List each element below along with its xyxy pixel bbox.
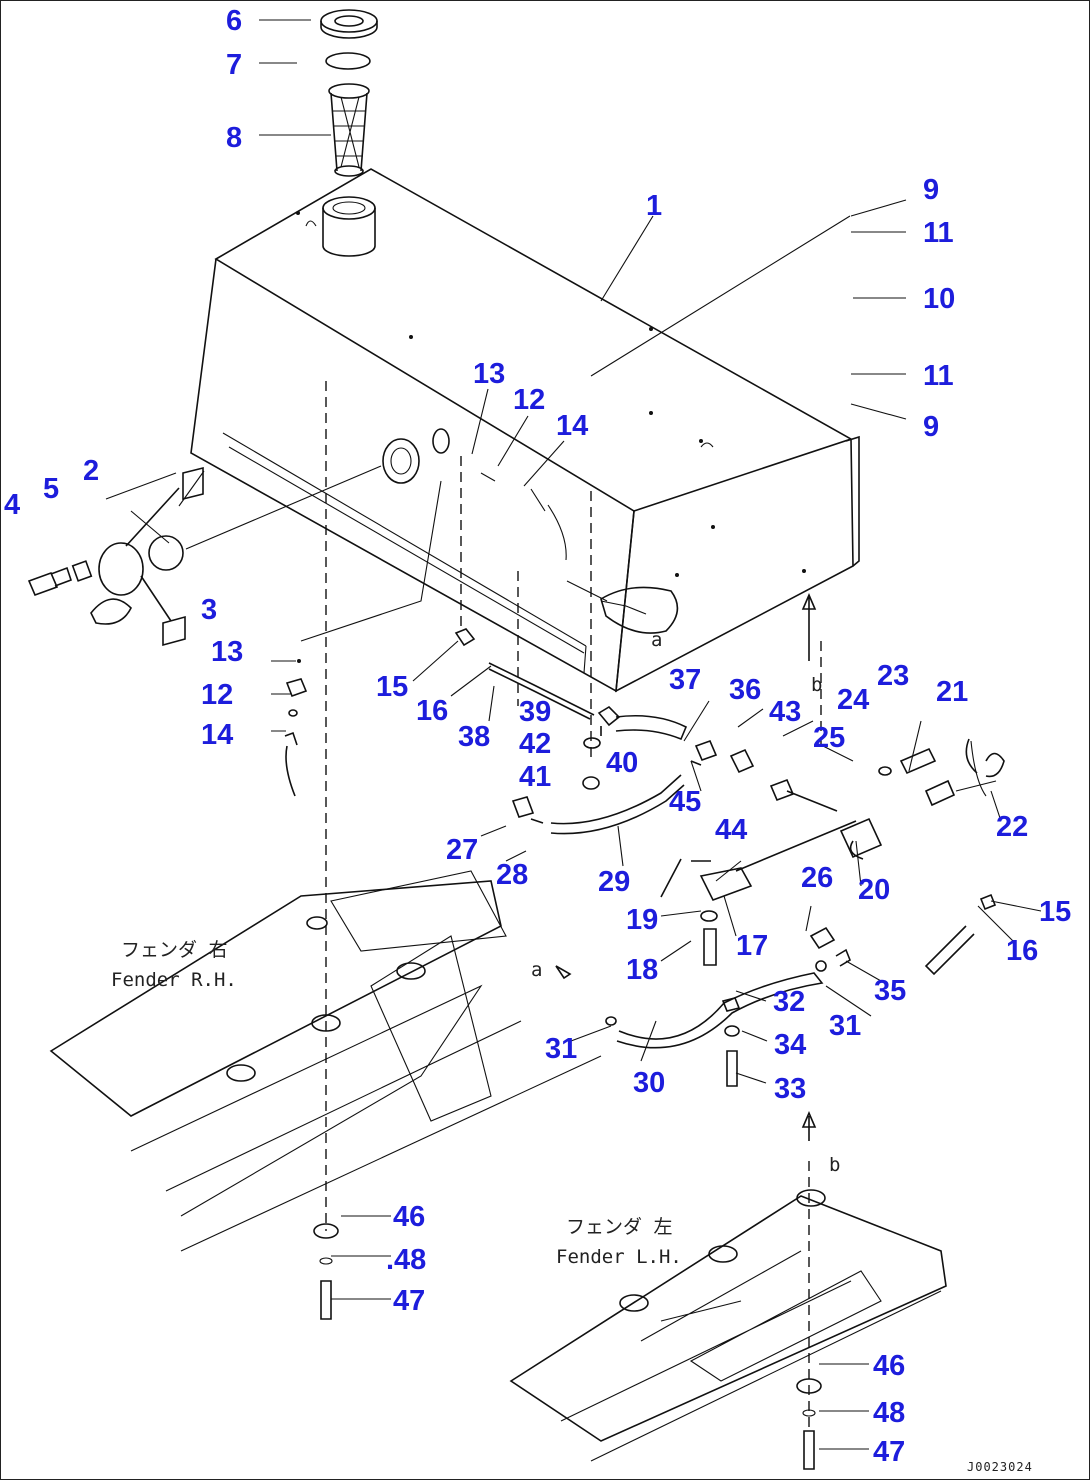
part-label: 27 [446, 834, 478, 866]
part-label: 14 [556, 410, 588, 442]
fender-lh-caption-jp: フェンダ 左 [566, 1216, 672, 1238]
part-label: 10 [923, 283, 955, 315]
part-label: 18 [626, 954, 658, 986]
part-label: 46 [393, 1201, 425, 1233]
part-label: 11 [923, 360, 954, 392]
part-label: 24 [837, 684, 869, 716]
part-label: 29 [598, 866, 630, 898]
part-labels: 6 7 8 1 9 11 10 11 9 13 12 14 4 5 2 3 13… [4, 5, 1071, 1468]
part-label: 16 [416, 695, 448, 727]
part-label: 44 [715, 814, 747, 846]
fender-rh-frame [49, 870, 602, 1320]
part-label: 37 [669, 664, 701, 696]
part-label: 33 [774, 1073, 806, 1105]
part-label: 4 [4, 489, 20, 521]
part-label: 34 [774, 1029, 806, 1061]
part-label: 17 [736, 930, 768, 962]
drawing-code: J0023024 [967, 1460, 1033, 1474]
fuel-tank [190, 168, 860, 693]
part-label: 7 [226, 49, 242, 81]
part-label: 5 [43, 473, 59, 505]
part-label: 1 [646, 190, 662, 222]
part-label: 20 [858, 874, 890, 906]
part-label: 6 [226, 5, 242, 37]
part-label: 12 [201, 679, 233, 711]
filler-cap [320, 9, 378, 39]
part-label: 23 [877, 660, 909, 692]
part-label: 21 [936, 676, 968, 708]
arrow-b-up [801, 592, 817, 661]
part-label: 13 [211, 636, 243, 668]
part-label: 32 [773, 986, 805, 1018]
part-label: 39 [519, 696, 551, 728]
part-label: 42 [519, 728, 551, 760]
part-label: 9 [923, 411, 939, 443]
part-label: 48 [873, 1397, 905, 1429]
part-label: 13 [473, 358, 505, 390]
part-label: .48 [386, 1244, 426, 1276]
part-label: 43 [769, 696, 801, 728]
fender-rh-caption-jp: フェンダ 右 [121, 939, 227, 961]
part-label: 47 [393, 1285, 425, 1317]
part-label: 19 [626, 904, 658, 936]
part-label: 2 [83, 455, 99, 487]
gauge-assembly [27, 466, 204, 647]
part-label: 16 [1006, 935, 1038, 967]
part-label: 35 [874, 975, 906, 1007]
part-label: 15 [376, 671, 408, 703]
part-label: 31 [829, 1010, 861, 1042]
part-label: 36 [729, 674, 761, 706]
part-label: 31 [545, 1033, 577, 1065]
fender-lh-frame [509, 1110, 947, 1470]
part-label: 45 [669, 786, 701, 818]
callout-b-frame: b [829, 1154, 840, 1176]
part-label: 25 [813, 722, 845, 754]
part-label: 9 [923, 174, 939, 206]
part-label: 14 [201, 719, 233, 751]
part-label: 30 [633, 1067, 665, 1099]
gasket [325, 52, 371, 70]
part-label: 46 [873, 1350, 905, 1382]
part-label: 26 [801, 862, 833, 894]
callout-a-tank: a [651, 629, 662, 651]
leader-lines [105, 19, 1042, 1450]
part-label: 22 [996, 811, 1028, 843]
fuel-lines [454, 628, 1005, 1087]
part-label: 12 [513, 384, 545, 416]
part-label: 11 [923, 217, 954, 249]
part-label: 3 [201, 594, 217, 626]
breather-hose [284, 659, 308, 797]
strainer [328, 83, 370, 177]
part-label: 15 [1039, 896, 1071, 928]
part-label: 47 [873, 1436, 905, 1468]
part-label: 41 [519, 761, 551, 793]
callout-a-pipe: a [531, 959, 542, 981]
fender-rh-caption-en: Fender R.H. [111, 969, 237, 991]
part-label: 40 [606, 747, 638, 779]
part-label: 28 [496, 859, 528, 891]
fender-lh-caption-en: Fender L.H. [556, 1246, 682, 1268]
callout-b-tank: b [811, 674, 822, 696]
part-label: 38 [458, 721, 490, 753]
part-label: 8 [226, 122, 242, 154]
